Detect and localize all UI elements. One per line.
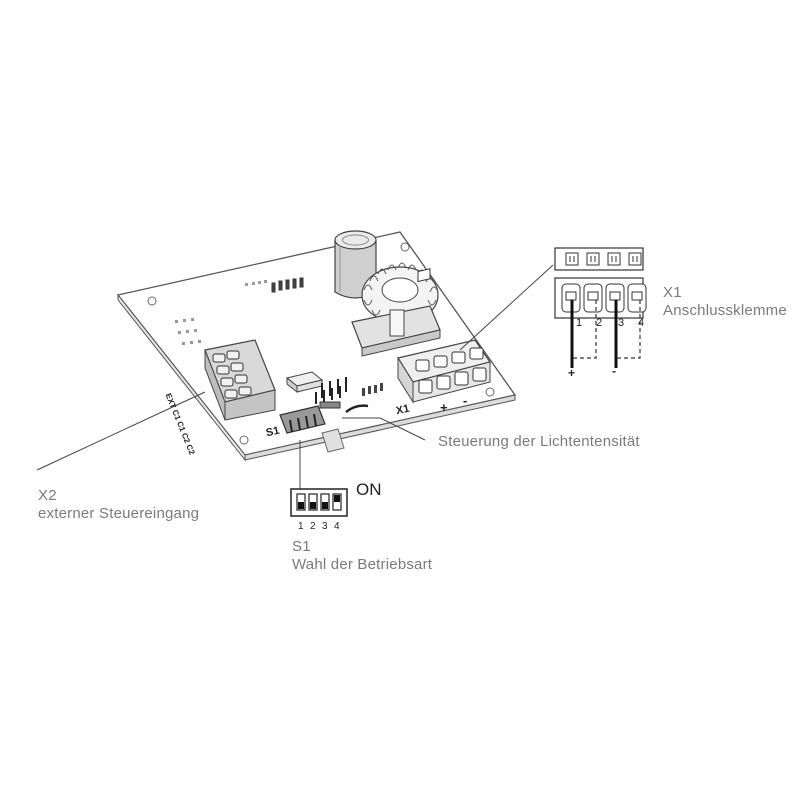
s1-switch-board: [279, 405, 345, 453]
pcb-label-plus: +: [440, 400, 448, 415]
dip-num-3: 3: [322, 521, 328, 532]
callout-lines: [36, 264, 554, 490]
dip-switch-detail: [290, 488, 348, 517]
x2-callout-title: X2: [38, 487, 57, 504]
dip-num-1: 1: [298, 521, 304, 532]
x1-connector-detail: [554, 247, 647, 368]
s1-callout-title: S1: [292, 538, 311, 555]
crystal-component: [285, 371, 324, 394]
x1-pin-3: 3: [618, 317, 625, 329]
pcb-label-minus: -: [463, 393, 468, 408]
x1-terminal-board: [397, 268, 491, 404]
x1-minus-label: -: [612, 364, 616, 378]
dip-num-4: 4: [334, 521, 340, 532]
x1-callout-subtitle: Anschlussklemme: [663, 302, 787, 319]
x1-callout-title: X1: [663, 284, 682, 301]
x2-callout-subtitle: externer Steuereingang: [38, 505, 200, 522]
dip-on-label: ON: [356, 480, 382, 499]
x1-plus-label: +: [568, 366, 576, 380]
dip-num-2: 2: [310, 521, 316, 532]
x1-pin-1: 1: [576, 317, 583, 329]
s1-callout-subtitle: Wahl der Betriebsart: [292, 556, 433, 573]
pin-header: [315, 377, 383, 413]
x2-terminal-board: [204, 339, 276, 421]
x1-pin-4: 4: [638, 317, 645, 329]
light-callout-text: Steuerung der Lichtentensität: [438, 433, 640, 450]
x1-pin-2: 2: [596, 317, 603, 329]
